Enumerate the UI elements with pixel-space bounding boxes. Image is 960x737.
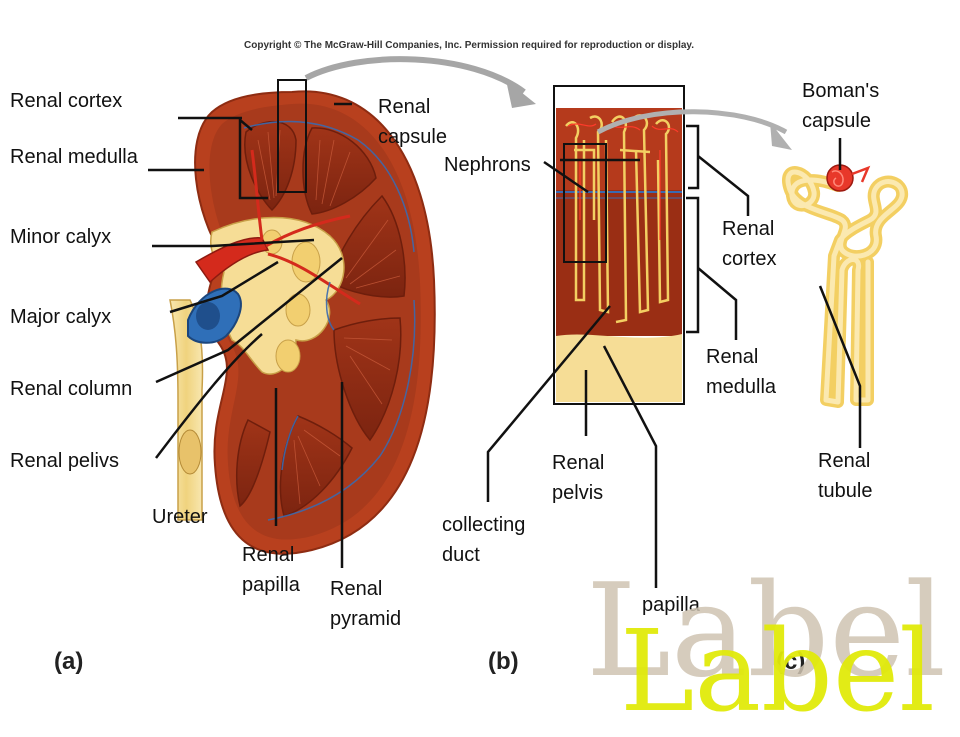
label-renal-cortex-b: Renal cortex [722, 218, 777, 270]
label-renal-cortex-a: Renal cortex [10, 90, 123, 112]
zoom-arrow-ab [304, 56, 526, 95]
label-renal-pelvis-b: Renal pelvis [552, 452, 605, 504]
sample-box-b [563, 143, 607, 263]
sample-box-a [277, 79, 307, 193]
ureter-opening [178, 429, 202, 475]
label-renal-medulla-b: Renal medulla [706, 346, 777, 398]
nephron-tubules-b [565, 114, 671, 324]
panel-label-a: (a) [54, 648, 84, 675]
label-papilla: papilla [642, 594, 700, 616]
zoom-arrow-bc-head [770, 122, 792, 150]
kidney-diagram [148, 56, 908, 588]
label-renal-column: Renal column [10, 378, 133, 400]
label-renal-pelvis-a: Renal pelivs [10, 450, 119, 472]
glomerulus [826, 164, 871, 192]
label-renal-medulla-a: Renal medulla [10, 146, 138, 168]
tissue-block [486, 85, 750, 588]
label-ureter: Ureter [152, 506, 208, 528]
renal-artery [194, 237, 270, 284]
label-renal-pyramid: Renal pyramid [330, 578, 402, 630]
label-collecting-duct: collecting duct [442, 514, 526, 566]
label-renal-papilla: Renal papilla [242, 544, 300, 596]
copyright-notice: Copyright © The McGraw-Hill Companies, I… [244, 40, 695, 51]
panel-label-b: (b) [488, 648, 519, 675]
label-major-calyx: Major calyx [10, 306, 112, 328]
watermark-label-back: Label [586, 557, 946, 706]
label-bowmans-capsule: Boman's capsule [802, 80, 880, 132]
leader-lines-c [818, 138, 862, 448]
label-nephrons: Nephrons [444, 154, 531, 176]
panel-label-c: (c) [776, 648, 806, 675]
leader-lines-a [148, 102, 352, 568]
nephron [782, 138, 908, 448]
medulla-striations [257, 129, 401, 505]
watermark-label-front: Label [620, 607, 935, 737]
zoom-arrow-bc [596, 109, 788, 135]
label-renal-capsule: Renal capsule [378, 96, 447, 148]
label-renal-tubule: Renal tubule [818, 450, 873, 502]
block-pelvis [556, 334, 682, 402]
kidney-section [148, 79, 436, 568]
leader-lines-b [486, 124, 750, 588]
zoom-arrow-ab-head [506, 80, 536, 108]
label-minor-calyx: Minor calyx [10, 226, 112, 248]
